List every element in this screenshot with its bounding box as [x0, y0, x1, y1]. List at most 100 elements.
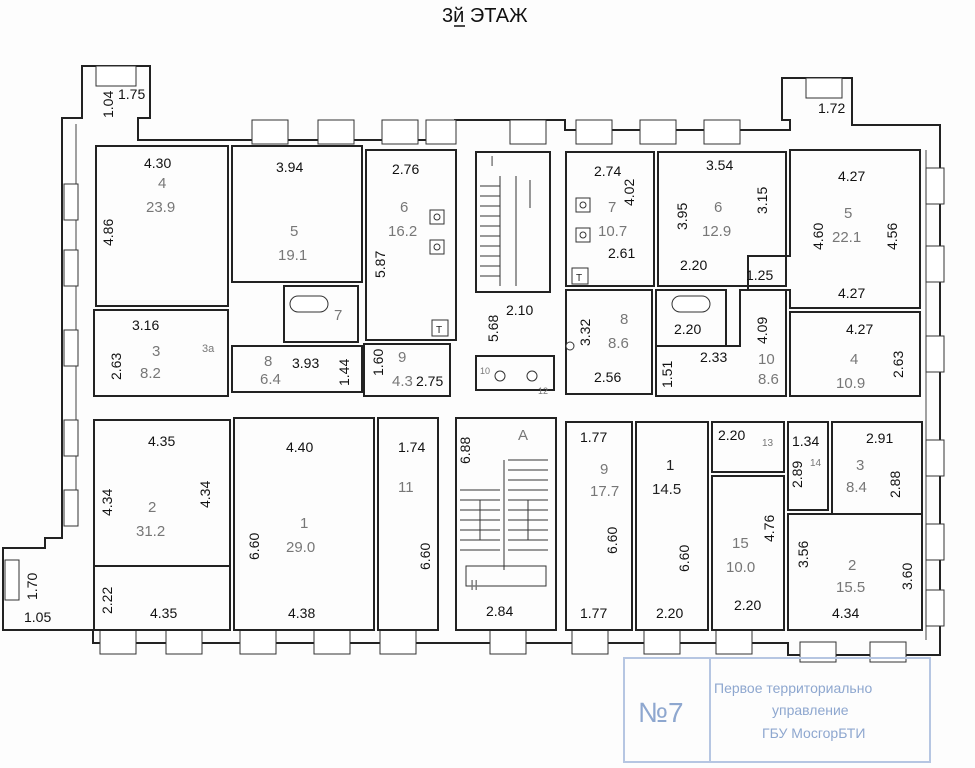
room-area: 8.4: [846, 479, 867, 496]
dimension-label: 3.15: [754, 187, 770, 214]
room-number: 12: [538, 386, 548, 396]
dimension-label: 4.34: [832, 605, 859, 621]
dimension-label: 2.89: [789, 461, 805, 488]
fixtures: [289, 197, 711, 382]
dimension-label: 2.76: [392, 161, 419, 177]
room-number: 8: [264, 353, 272, 370]
room-number: I: [490, 153, 494, 170]
dimension-label: 5.87: [372, 251, 388, 278]
room-area: 15.5: [836, 579, 865, 596]
dimension-label: 4.38: [288, 605, 315, 621]
dimension-label: 6.60: [676, 545, 692, 572]
room-number: 13: [762, 438, 774, 449]
dimension-label: 1.77: [580, 605, 607, 621]
dimension-label: 3.32: [577, 319, 593, 346]
dimension-label: 1.25: [746, 267, 773, 283]
dimension-label: 2.63: [108, 353, 124, 380]
room-number: 1: [666, 457, 674, 474]
dimension-label: 2.56: [594, 369, 621, 385]
dimension-label: 2.22: [99, 587, 115, 614]
dimension-label: 2.75: [416, 373, 443, 389]
dimension-label: 2.91: [866, 430, 893, 446]
dimension-label: 4.30: [144, 155, 171, 171]
room-area: 19.1: [278, 247, 307, 264]
dimension-label: 2.33: [700, 349, 727, 365]
dimension-label: 3.94: [276, 159, 303, 175]
dimension-label: 6.60: [604, 527, 620, 554]
room-number: 3: [856, 457, 864, 474]
room-area: 12.9: [702, 223, 731, 240]
dimension-label: 4.34: [99, 489, 115, 516]
room-area: 17.7: [590, 483, 619, 500]
dimension-label: 1.70: [24, 573, 40, 600]
room-number: Т: [576, 273, 582, 284]
dimension-label: 2.20: [718, 427, 745, 443]
room-number: 15: [732, 535, 749, 552]
stairs: [460, 176, 548, 587]
room-number: 5: [290, 223, 298, 240]
room-labels: 4 23.9 5 19.1 6 16.2 7 3 8.2 3а 8 6.4 9 …: [136, 153, 867, 596]
dimension-label: 4.86: [100, 219, 116, 246]
room-area: 10.7: [598, 223, 627, 240]
dimension-label: 1.72: [818, 100, 845, 116]
dimension-label: 4.60: [810, 223, 826, 250]
room-number: 2: [848, 557, 856, 574]
bti-stamp: №7 Первое территориально управление ГБУ …: [623, 657, 931, 763]
stamp-number: №7: [638, 697, 684, 728]
dimension-label: 1.75: [118, 86, 145, 102]
dimension-label: 3.95: [674, 203, 690, 230]
room-number: 1: [300, 515, 308, 532]
room-number: 6: [714, 199, 722, 216]
dimension-label: 6.88: [457, 437, 473, 464]
room-number: 11: [398, 479, 414, 496]
room-number: 2: [148, 499, 156, 516]
windows: [4, 65, 945, 663]
floor-title: 3й ЭТАЖ: [442, 5, 528, 27]
dimension-label: 4.27: [838, 285, 865, 301]
dimension-label: 2.20: [656, 605, 683, 621]
room-number: 10: [480, 366, 490, 376]
room-number: 4: [158, 175, 166, 192]
dimension-label: 4.27: [846, 321, 873, 337]
dimension-label: 5.68: [485, 315, 501, 342]
room-number: 8: [620, 311, 628, 328]
dimension-label: 2.61: [608, 245, 635, 261]
room-area: 23.9: [146, 199, 175, 216]
room-area: 22.1: [832, 229, 861, 246]
room-area: 10.9: [836, 375, 865, 392]
room-number: 10: [758, 351, 775, 368]
room-area: 10.0: [726, 559, 755, 576]
dimension-label: 4.40: [286, 439, 313, 455]
room-number: 3: [152, 343, 160, 360]
dimension-label: 2.84: [486, 603, 513, 619]
stamp-line-1: Первое территориально: [714, 680, 872, 696]
dimension-label: 2.63: [890, 351, 906, 378]
room-area: 8.6: [608, 335, 629, 352]
stamp-frame: [623, 657, 931, 763]
room-number: 6: [400, 199, 408, 216]
dimension-label: 3.56: [795, 541, 811, 568]
stamp-line-2: управление: [772, 702, 849, 718]
room-number: 14: [810, 458, 822, 469]
dimension-label: 1.51: [659, 361, 675, 388]
dimension-label: 2.20: [734, 597, 761, 613]
dimension-label: 1.44: [336, 359, 352, 386]
dimension-label: 3.16: [132, 317, 159, 333]
room-area: 31.2: [136, 523, 165, 540]
dimension-label: 3.54: [706, 157, 733, 173]
room-area: 8.6: [758, 371, 779, 388]
dimension-label: 2.20: [674, 321, 701, 337]
dimension-label: 4.09: [754, 317, 770, 344]
dimension-label: 3.93: [292, 355, 319, 371]
stamp-line-3: ГБУ МосгорБТИ: [762, 725, 865, 741]
room-number: А: [518, 427, 528, 444]
dimension-label: 4.35: [148, 433, 175, 449]
dimension-label: 1.34: [792, 433, 819, 449]
dimension-label: 2.74: [594, 163, 621, 179]
dimension-label: 1.60: [370, 349, 386, 376]
dimension-label: 2.10: [506, 302, 533, 318]
dimension-label: 4.35: [150, 605, 177, 621]
dimension-label: 6.60: [417, 543, 433, 570]
